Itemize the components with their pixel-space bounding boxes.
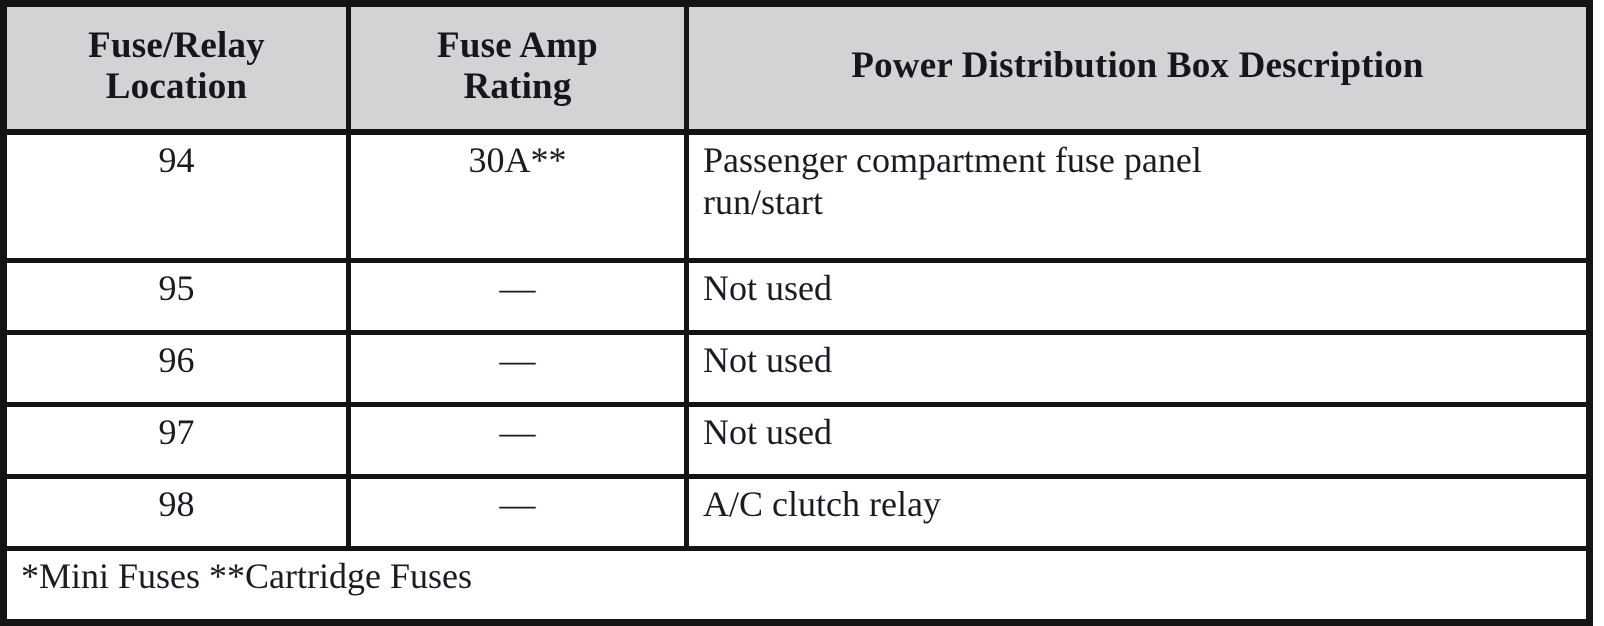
column-header-fuse-amp-rating: Fuse Amp Rating (348, 3, 689, 135)
table-footnote-row: *Mini Fuses **Cartridge Fuses (3, 548, 1590, 623)
cell-description-line2: run/start (703, 182, 823, 223)
table-row: 96 — Not used (3, 332, 1590, 407)
cell-fuse-amp-rating: — (348, 332, 689, 407)
cell-description: Passenger compartment fuse panel run/sta… (686, 132, 1590, 263)
cell-fuse-relay-location: 98 (3, 476, 351, 551)
table-row: 95 — Not used (3, 260, 1590, 335)
table-footnote: *Mini Fuses **Cartridge Fuses (3, 548, 1590, 623)
column-header-fuse-relay-location-line2: Location (105, 66, 248, 107)
column-header-fuse-relay-location-line1: Fuse/Relay (88, 24, 265, 66)
column-header-fuse-relay-location: Fuse/Relay Location (3, 3, 351, 135)
cell-description: Not used (686, 404, 1590, 479)
cell-fuse-relay-location: 94 (3, 132, 351, 263)
cell-description-line1: Passenger compartment fuse panel (703, 140, 1202, 180)
cell-description-line1: Not used (703, 412, 832, 452)
cell-description: Not used (686, 260, 1590, 335)
table-row: 94 30A** Passenger compartment fuse pane… (3, 132, 1590, 263)
cell-fuse-amp-rating: — (348, 260, 689, 335)
cell-description: A/C clutch relay (686, 476, 1590, 551)
cell-fuse-relay-location: 95 (3, 260, 351, 335)
cell-fuse-amp-rating: — (348, 476, 689, 551)
table-header: Fuse/Relay Location Fuse Amp Rating Powe… (3, 3, 1590, 135)
column-header-fuse-amp-rating-line1: Fuse Amp (437, 24, 598, 66)
cell-fuse-amp-rating: — (348, 404, 689, 479)
cell-fuse-relay-location: 97 (3, 404, 351, 479)
cell-fuse-relay-location: 96 (3, 332, 351, 407)
table-header-row: Fuse/Relay Location Fuse Amp Rating Powe… (3, 3, 1590, 135)
column-header-fuse-amp-rating-line2: Rating (463, 66, 572, 107)
cell-description: Not used (686, 332, 1590, 407)
cell-description-line1: Not used (703, 268, 832, 308)
column-header-power-distribution-box-description: Power Distribution Box Description (686, 3, 1590, 135)
table-row: 98 — A/C clutch relay (3, 476, 1590, 551)
cell-description-line1: Not used (703, 340, 832, 380)
table-body: 94 30A** Passenger compartment fuse pane… (3, 132, 1590, 623)
column-header-power-distribution-box-description-line1: Power Distribution Box Description (851, 45, 1424, 87)
cell-description-line1: A/C clutch relay (703, 484, 941, 524)
cell-fuse-amp-rating: 30A** (348, 132, 689, 263)
table-row: 97 — Not used (3, 404, 1590, 479)
